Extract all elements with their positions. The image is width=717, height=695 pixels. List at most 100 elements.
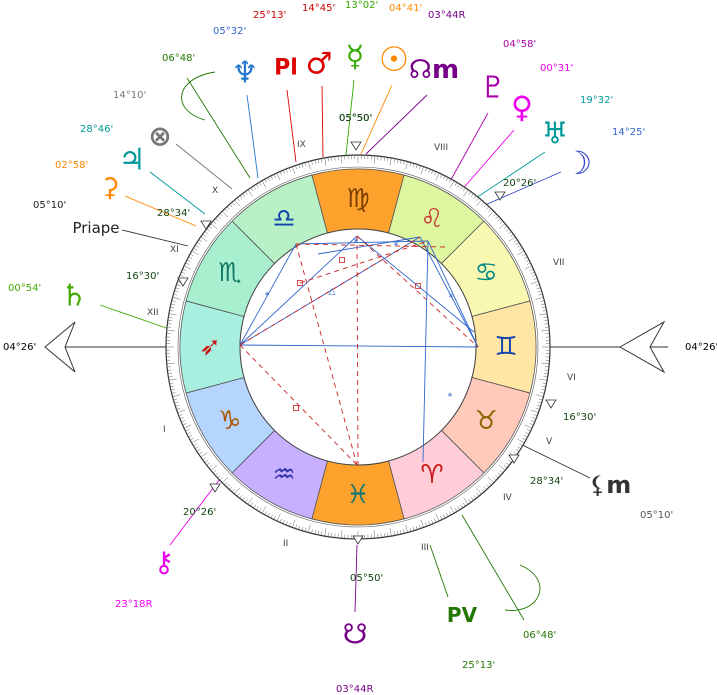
aspect-square-mark: [293, 405, 299, 411]
sign-glyph-pisces: ♓: [346, 480, 369, 510]
degree-ticks: [166, 155, 550, 539]
aspect-line: [422, 240, 429, 463]
aspect-line: [295, 240, 429, 245]
planet-glyph-chiron: ⚷: [154, 546, 175, 579]
planet-degree-pluto-alt: 04°58': [503, 39, 536, 50]
house-label-11: XI: [170, 245, 179, 255]
sign-glyph-aries: ♈: [420, 460, 443, 490]
horizon-axis: 04°26' 04°26': [3, 320, 717, 374]
sign-glyph-cancer: ♋: [475, 258, 498, 288]
planet-degree-lunar-node: 03°44R: [428, 10, 465, 21]
house-label-2: II: [283, 539, 288, 549]
planet-degree-mars: 14°45': [302, 3, 335, 14]
cusp-marker: [494, 191, 506, 201]
descendant-arrow: [618, 320, 666, 374]
aspect-line: [295, 243, 446, 248]
planet-glyph-pv: PV: [447, 603, 478, 627]
planet-glyph-pluto-alt: ♇: [480, 71, 507, 106]
planet-glyph-pars-fortunae: ⊗: [148, 120, 171, 153]
aspect-line: [356, 235, 359, 466]
pointer-line-pluto: [286, 89, 297, 163]
sign-glyph-gemini: ♊: [494, 332, 517, 362]
ascendant-arrow: [44, 321, 76, 373]
cusp-degree: 05°50': [339, 113, 372, 124]
planet-degree-chiron: 23°18R: [115, 599, 152, 610]
house-label-1: I: [163, 425, 166, 435]
cusp-degree: 20°26': [183, 507, 216, 518]
sign-glyph-taurus: ♉: [475, 406, 498, 436]
planet-glyph-sun: ☉: [379, 40, 409, 80]
planet-degree-inner-mc: 05°50': [339, 113, 372, 124]
house-label-4: IV: [503, 493, 513, 503]
house-label-5: V: [546, 437, 553, 447]
planet-glyph-venus: ♀: [511, 91, 533, 126]
planet-glyph-lunar-node: ☊m: [409, 55, 459, 85]
planet-degree-uranus: 19°32': [580, 95, 613, 106]
pointer-line-mars: [321, 85, 324, 158]
aspect-line: [239, 235, 358, 346]
aspect-line: [356, 235, 479, 348]
planet-degree-sun: 04°41': [389, 3, 422, 14]
vertex-arc: [181, 71, 216, 121]
planet-glyph-mars: ♂: [306, 47, 333, 82]
planet-degree-saturn: 00°54': [8, 283, 41, 294]
cusp-marker: [200, 220, 212, 230]
planet-degree-pars-fortunae: 14°10': [113, 90, 146, 101]
house-label-6: VI: [567, 373, 576, 383]
pointer-line-jupiter: [149, 171, 206, 215]
planet-degree-pluto: 25°13': [253, 10, 286, 21]
aspect-line: [299, 240, 429, 284]
planet-glyph-moon: ☽: [564, 144, 593, 182]
descendant-degree: 04°26': [685, 342, 717, 353]
antivertex-line: [461, 514, 525, 621]
planet-degree-neptune: 05°32': [213, 26, 246, 37]
pointer-line-saturn: [99, 304, 173, 331]
aspect-sextile-mark: *: [394, 241, 399, 252]
pointer-line-pars-fortunae: [175, 143, 233, 190]
aspect-sextile-mark: *: [265, 291, 270, 302]
house-label-9: IX: [297, 140, 306, 150]
aspect-line: [239, 243, 297, 346]
aspect-line: [239, 344, 479, 348]
planet-glyph-neptune: ♆: [232, 56, 259, 91]
pointer-line-ceres: [124, 195, 197, 227]
cusp-degree: 16°30': [126, 271, 159, 282]
planet-degree-priape: 05°10': [33, 200, 66, 211]
cusp-degree: 16°30': [563, 412, 596, 423]
sign-glyph-aquarius: ♒: [272, 460, 295, 490]
house-label-3: III: [421, 543, 429, 553]
cusp-degree: 20°26': [503, 178, 536, 189]
house-label-10: X: [212, 186, 218, 196]
sign-glyph-virgo: ♍: [346, 184, 369, 214]
pointer-line-venus: [459, 129, 515, 193]
house-cusps: 16°30'28°34'20°26'05°50'16°30'28°34'20°2…: [126, 113, 596, 584]
planet-degree-ascendant-small: 06°48': [523, 630, 556, 641]
planet-degree-lilith: 05°10': [640, 510, 673, 521]
cusp-marker: [545, 399, 557, 409]
aspect-line: [239, 236, 421, 346]
planet-glyph-lilith: ⚸m: [589, 471, 632, 499]
planet-degree-ceres: 02°58': [55, 160, 88, 171]
aspect-square-mark: [297, 280, 303, 286]
antivertex-arc: [504, 564, 541, 611]
aspect-sextile-mark: *: [448, 392, 453, 403]
planet-glyph-pluto: Pl: [274, 56, 298, 81]
cusp-marker: [352, 535, 364, 545]
planet-degree-moon: 14°25': [612, 127, 645, 138]
pointer-line-priape: [121, 229, 189, 247]
planet-glyph-uranus: ♅: [542, 117, 569, 152]
house-label-8: VIII: [434, 143, 448, 153]
pointer-line-pv: [429, 544, 449, 598]
pointer-line-neptune: [246, 94, 259, 179]
planet-glyphs: ♆05°32'Pl25°13'♂14°45'☿13°02'☉04°41'☊m03…: [8, 0, 673, 695]
cusp-marker: [350, 141, 362, 151]
aspect-lines: *****△: [239, 235, 479, 466]
cusp-degree: 05°50': [350, 573, 383, 584]
aspect-sextile-mark: *: [354, 238, 359, 249]
aspect-trine-mark: △: [329, 287, 336, 297]
pointer-line-sun: [360, 84, 393, 155]
pointer-line-lunar-node: [365, 94, 428, 155]
planet-glyph-mercury: ☿: [346, 40, 364, 75]
